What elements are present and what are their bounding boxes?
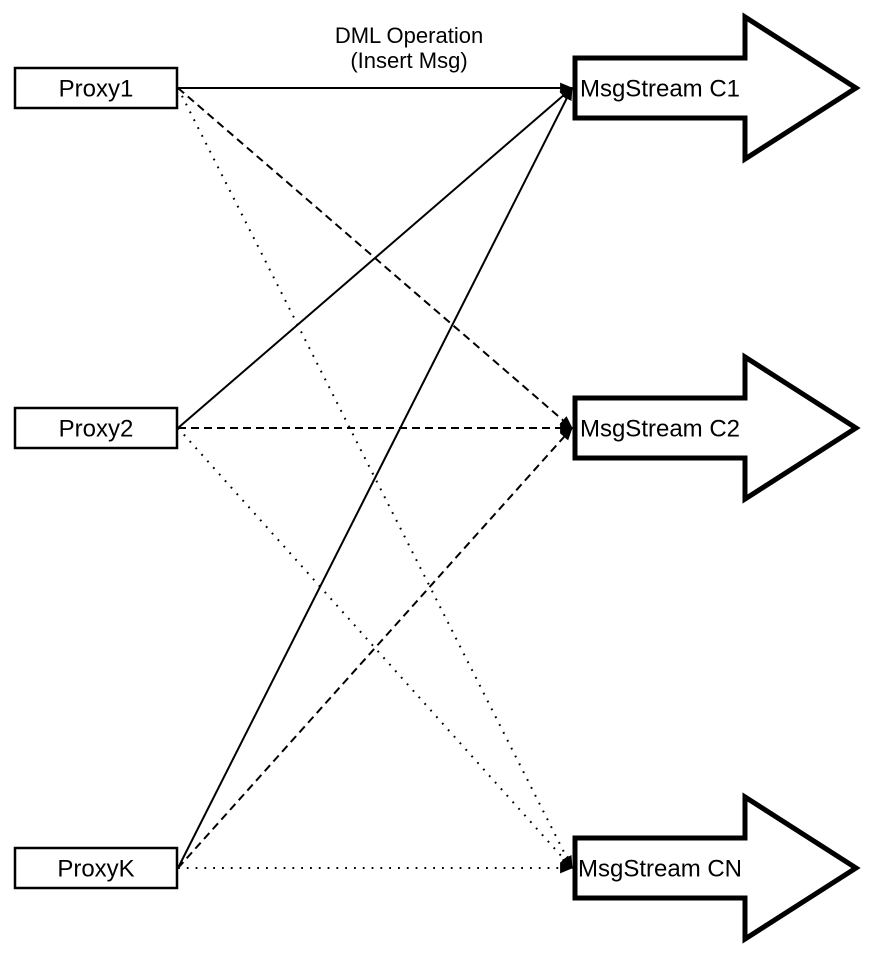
proxyk-box [13,846,179,890]
edges-layer [177,82,574,874]
edge-proxyk-c1 [177,87,573,869]
msgstream-c1-shape [572,12,861,164]
proxy1-label: Proxy1 [59,76,134,103]
node-msgstream-c1: MsgStream C1 [572,12,861,164]
diagram-title-line2: (Insert Msg) [350,48,467,73]
edge-proxy2-cn [177,427,573,869]
proxyk-label: ProxyK [57,856,134,883]
node-proxyk: ProxyK [13,846,179,890]
proxy1-box [13,66,179,110]
node-proxy2: Proxy2 [13,406,179,450]
msgstream-c2-shape [572,352,861,504]
node-proxy1: Proxy1 [13,66,179,110]
edge-proxy1-c2 [177,87,573,429]
edge-proxyk-c2 [177,427,573,869]
proxy2-box [13,406,179,450]
diagram-title-line1: DML Operation [335,23,483,48]
proxy2-label: Proxy2 [59,416,134,443]
msgstream-cn-label: MsgStream CN [578,856,742,883]
msgstream-c2-label: MsgStream C2 [580,416,740,443]
node-msgstream-c2: MsgStream C2 [572,352,861,504]
msgstream-cn-shape [572,792,861,944]
node-msgstream-cn: MsgStream CN [572,792,861,944]
msgstream-c1-label: MsgStream C1 [580,76,740,103]
